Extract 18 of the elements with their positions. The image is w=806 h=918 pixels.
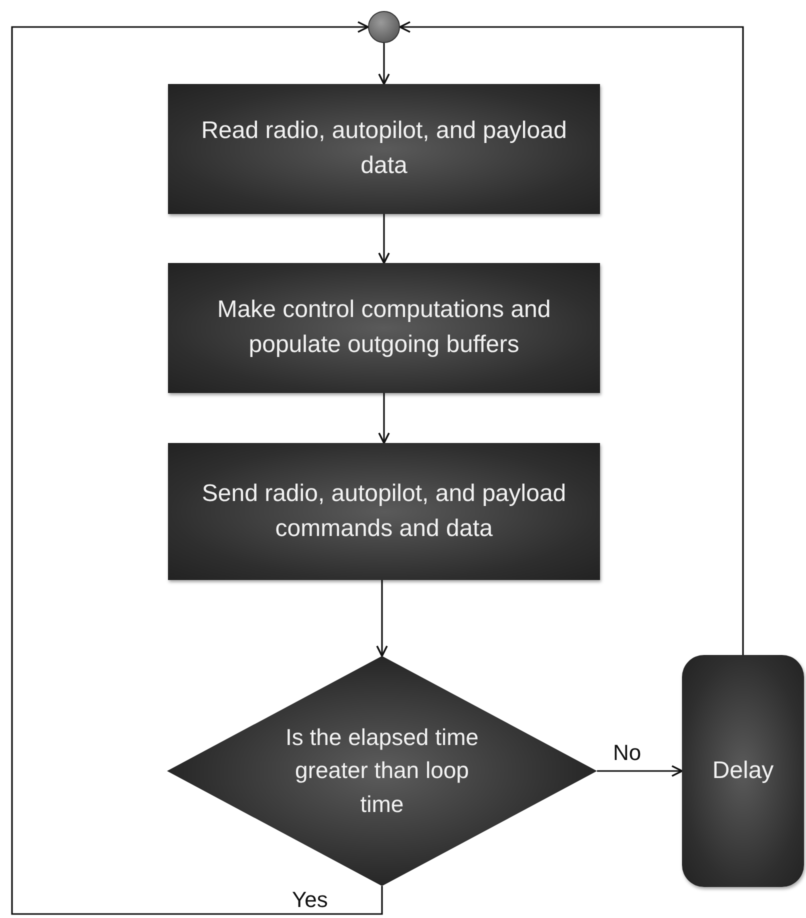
process-box	[168, 263, 600, 393]
arrow	[378, 43, 390, 85]
node-text: Make control computations and populate outgoing buffers	[216, 295, 552, 360]
process-box	[168, 443, 600, 580]
arrow	[597, 765, 683, 777]
arrow	[378, 214, 390, 264]
node-text: Send radio, autopilot, and payload commands and data	[200, 478, 568, 544]
delay-box	[682, 655, 804, 887]
arrow	[376, 580, 388, 657]
decision-diamond	[167, 656, 597, 886]
arrow	[399, 21, 744, 655]
arrow	[11, 21, 383, 915]
node-text: Delay	[712, 756, 774, 786]
junction-circle	[368, 11, 400, 43]
node-text: Read radio, autopilot, and payload data	[200, 116, 568, 181]
node-text: Is the elapsed time greater than loop time	[284, 722, 480, 819]
arrow	[378, 393, 390, 444]
process-box	[168, 84, 600, 214]
